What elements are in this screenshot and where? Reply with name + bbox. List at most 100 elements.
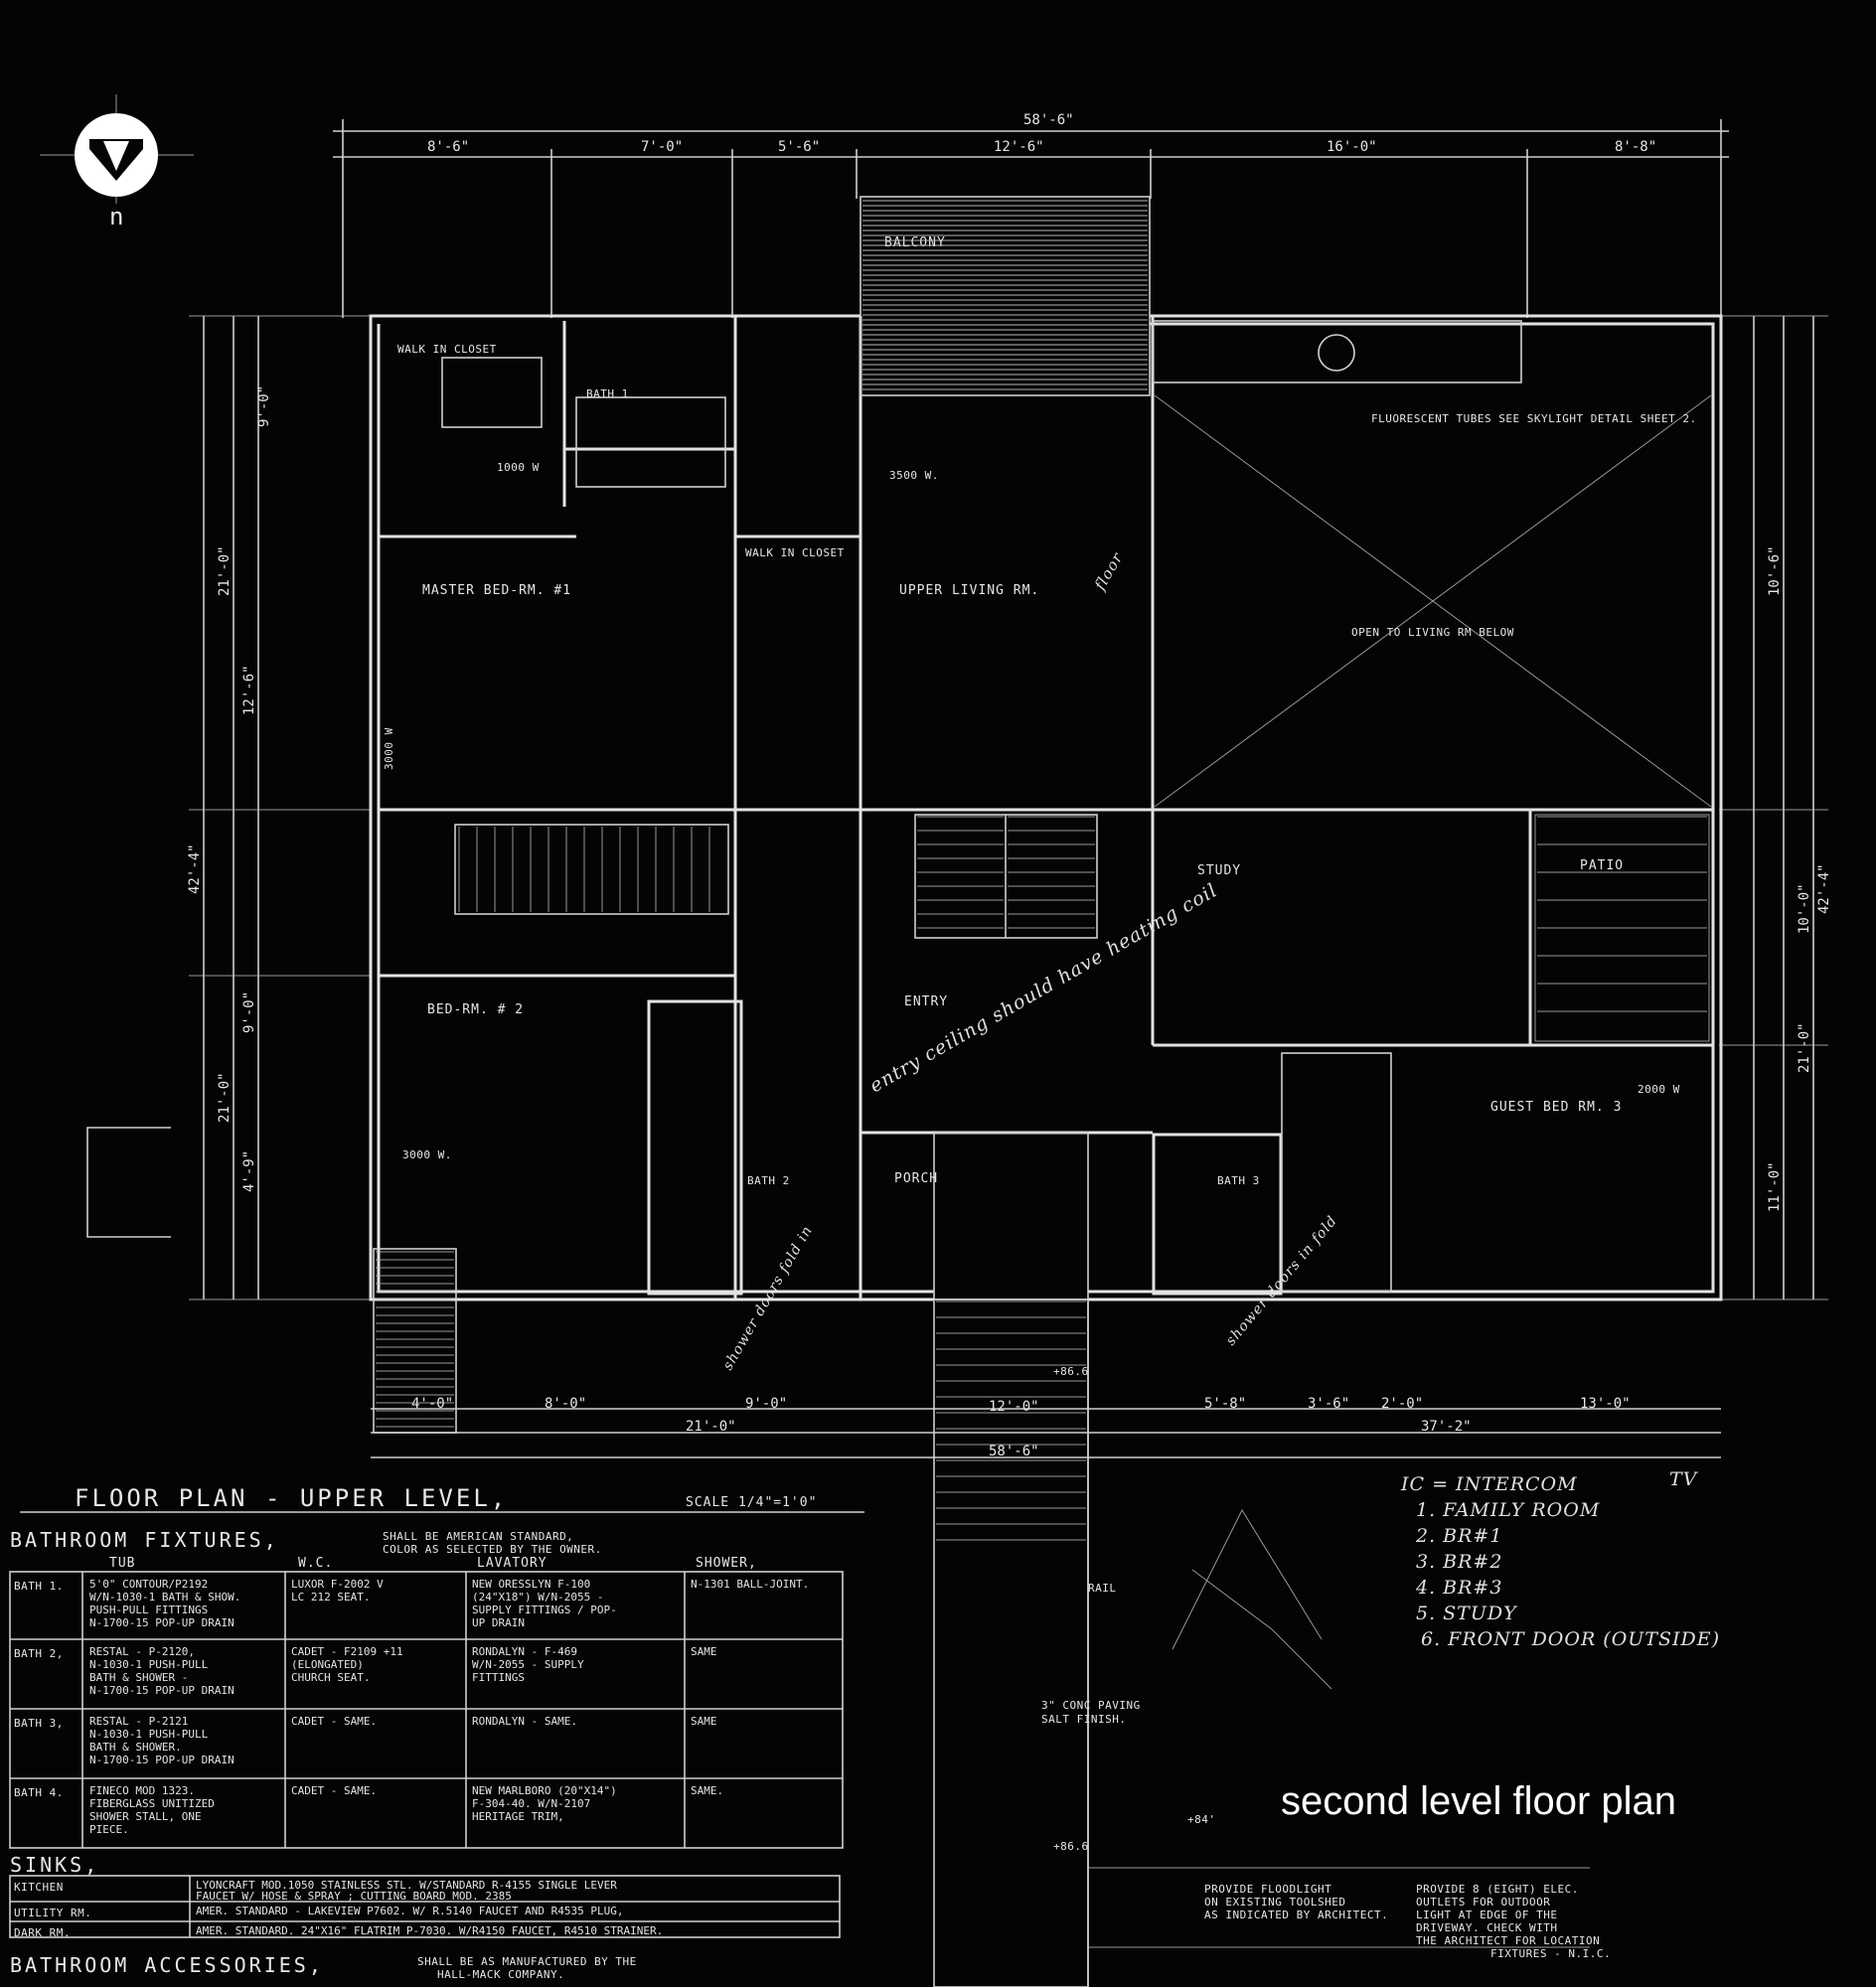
heater-label: 1000 W [497,461,540,474]
balcony-hatch [860,196,1151,396]
paving-note: 3" CONC PAVING [1041,1699,1141,1712]
fixture-cell-tub: W/N-1030-1 BATH & SHOW. [89,1591,240,1604]
bottom-dimension: 12'-0" [989,1399,1039,1415]
fixtures-table-grid [9,1571,844,1849]
top-dimension: 7'-0" [641,139,683,155]
entry-ceiling-note: entry ceiling should have heating coil [866,879,1222,1097]
floodlight-note: ON EXISTING TOOLSHED [1204,1896,1345,1909]
fixtures-header: W.C. [298,1556,333,1571]
fixtures-note: COLOR AS SELECTED BY THE OWNER. [383,1543,602,1556]
heater-label: 3000 W. [402,1148,452,1161]
top-dimension: 8'-6" [427,139,469,155]
room-label-patio: PATIO [1580,858,1624,873]
fixture-cell-wc: CHURCH SEAT. [291,1671,370,1684]
left-dimension: 12'-6" [241,665,257,715]
fixtures-note: SHALL BE AMERICAN STANDARD, [383,1530,573,1543]
bottom-total: 58'-6" [989,1444,1039,1459]
sink-row-name: KITCHEN [14,1881,64,1894]
fixture-cell-wc: LUXOR F-2002 V [291,1578,384,1591]
left-dimension: 4'-9" [241,1150,257,1192]
fixture-cell-tub: N-1700-15 POP-UP DRAIN [89,1684,234,1697]
sink-row-name: UTILITY RM. [14,1907,91,1919]
balcony-hatch-lines [376,200,1707,1541]
outlets-note: FIXTURES - N.I.C. [1490,1947,1611,1960]
room-label-entry: ENTRY [904,994,948,1009]
fixture-cell-lav: SUPPLY FITTINGS / POP- [472,1604,617,1616]
fixture-cell-wc: (ELONGATED) [291,1658,364,1671]
fixture-cell-lav: FITTINGS [472,1671,525,1684]
porch-walk [933,1132,1590,1987]
fixture-row-name: BATH 1. [14,1580,64,1593]
room-label-walk-in-closet: WALK IN CLOSET [745,546,845,559]
plan-title: FLOOR PLAN - UPPER LEVEL, [75,1484,508,1512]
fixture-cell-wc: CADET - SAME. [291,1715,377,1728]
interior-walls [379,316,1713,1299]
fixture-cell-lav: NEW MARLBORO (20"X14") [472,1784,617,1797]
fixture-cell-tub: RESTAL - P-2120, [89,1645,195,1658]
fixture-cell-lav: NEW ORESSLYN F-100 [472,1578,590,1591]
exterior-walls [369,314,1723,1301]
fixture-cell-wc: LC 212 SEAT. [291,1591,370,1604]
fixture-cell-tub: BATH & SHOWER. [89,1741,182,1754]
room-label-study: STUDY [1197,863,1241,878]
patio [1534,814,1710,1042]
skylight [1152,320,1712,808]
fixtures-title: BATHROOM FIXTURES, [10,1528,279,1552]
fixture-cell-tub: BATH & SHOWER - [89,1671,188,1684]
right-dimension: 21'-0" [1797,1022,1812,1073]
north-arrow-icon [40,94,194,204]
left-dimension: 42'-4" [187,843,203,894]
right-dimension-labels: 10'-6" 42'-4" 10'-0" 21'-0" 11'-0" [1767,545,1832,1212]
intercom-legend-item: 2. BR#1 [1415,1525,1502,1547]
stairs-center [914,814,1098,939]
bottom-dimension: 13'-0" [1580,1396,1631,1412]
sketch-scribble [1172,1508,1332,1690]
bottom-dimension: 2'-0" [1381,1396,1423,1412]
fixture-cell-tub: FIBERGLASS UNITIZED [89,1797,215,1810]
sink-cell-spec: FAUCET W/ HOSE & SPRAY ; CUTTING BOARD M… [196,1890,512,1903]
sink-cell-spec: AMER. STANDARD - LAKEVIEW P7602. W/ R.51… [196,1905,623,1917]
room-label-bath-2: BATH 2 [747,1174,790,1187]
left-dimension: 9'-0" [241,992,257,1033]
intercom-legend-item: 5. STUDY [1416,1603,1518,1624]
intercom-legend-item: 3. BR#2 [1416,1551,1502,1573]
fixture-cell-tub: 5'0" CONTOUR/P2192 [89,1578,208,1591]
room-label-bath-1: BATH 1 [586,387,629,400]
fixture-cell-tub: PIECE. [89,1823,129,1836]
caption: second level floor plan [1281,1779,1676,1823]
outlets-note: LIGHT AT EDGE OF THE [1416,1909,1557,1921]
top-dimension-lines [333,119,1729,318]
fixture-cell-tub: FINECO MOD 1323. [89,1784,195,1797]
floodlight-note: PROVIDE FLOODLIGHT [1204,1883,1331,1896]
room-label-bath-3: BATH 3 [1217,1174,1260,1187]
room-label-upper-living: UPPER LIVING RM. [899,583,1039,598]
bottom-total: 37'-2" [1421,1419,1472,1435]
accessories-note: SHALL BE AS MANUFACTURED BY THE [417,1955,637,1968]
fixture-cell-lav: RONDALYN - F-469 [472,1645,577,1658]
intercom-legend-item: 1. FAMILY ROOM [1416,1499,1600,1521]
fixture-cell-tub: N-1700-15 POP-UP DRAIN [89,1616,234,1629]
fixture-cell-wc: CADET - F2109 +11 [291,1645,403,1658]
accessories-title: BATHROOM ACCESSORIES, [10,1953,324,1977]
bottom-dimension: 4'-0" [411,1396,453,1412]
north-label: n [109,203,126,230]
side-dimension-lines [189,315,1828,1300]
bottom-dimension: 5'-8" [1204,1396,1246,1412]
top-dimension: 5'-6" [778,139,820,155]
outlets-note: THE ARCHITECT FOR LOCATION [1416,1934,1600,1947]
plan-scale: SCALE 1/4"=1'0" [686,1495,817,1510]
accessories-note: HALL-MACK COMPANY. [437,1968,564,1981]
rail-label: RAIL [1088,1582,1117,1595]
right-dimension: 42'-4" [1816,863,1832,914]
room-label-porch: PORCH [894,1171,938,1186]
bottom-dimension-lines [20,1408,1721,1513]
floor-note: floor [1090,549,1126,594]
top-dimension: 16'-0" [1327,139,1377,155]
left-dimension: 21'-0" [217,1072,233,1123]
fixture-cell-tub: N-1030-1 PUSH-PULL [89,1728,209,1741]
room-label-open-to-living: OPEN TO LIVING RM BELOW [1351,626,1514,639]
fixture-row-name: BATH 2, [14,1647,64,1660]
sink-cell-spec: AMER. STANDARD. 24"X16" FLATRIM P-7030. … [196,1924,663,1937]
